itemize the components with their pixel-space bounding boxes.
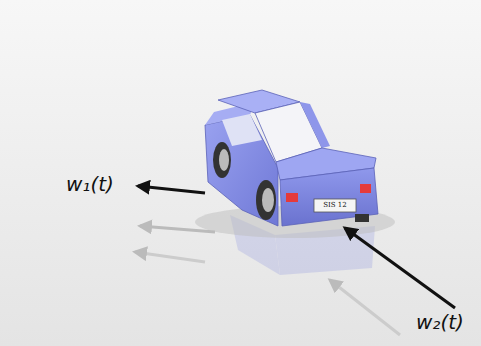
reflected-arrow [135, 252, 205, 262]
car [205, 90, 378, 226]
signal-label: w₂(t) [416, 312, 464, 332]
reflected-arrow [330, 280, 400, 335]
force-arrow [138, 186, 205, 193]
plate-text: SIS 12 [323, 202, 347, 209]
signal-label: w₁(t) [66, 174, 114, 194]
force-arrow [345, 228, 455, 308]
license-plate [314, 199, 356, 212]
